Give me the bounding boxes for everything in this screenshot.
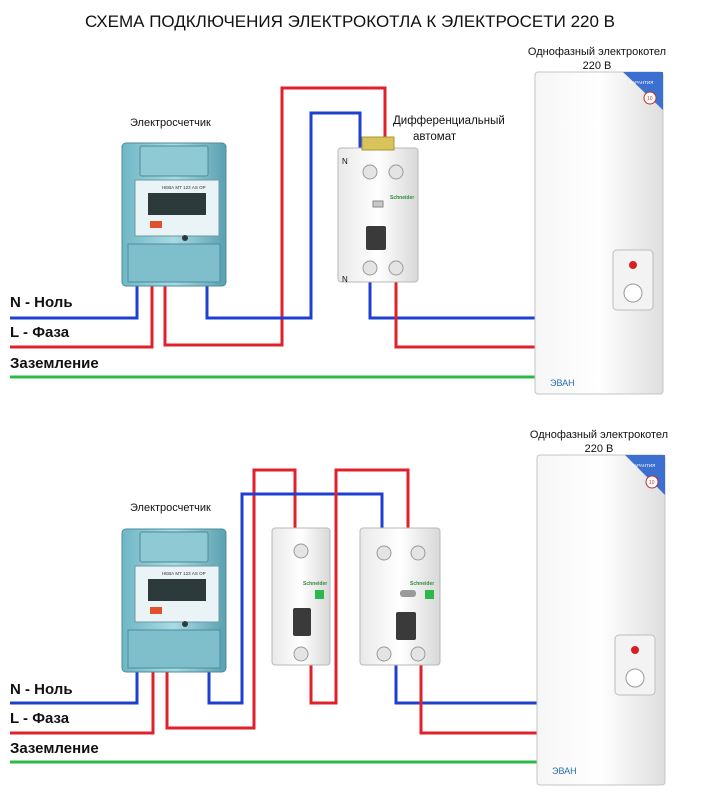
- bus-label-neutral-2: N - Ноль: [10, 681, 73, 698]
- top-diagram: N - Ноль L - Фаза Заземление НЕВА МТ 123…: [10, 46, 666, 395]
- rcbo-device-2: Schneider: [359, 527, 441, 666]
- boiler-warranty-text: ГАРАНТИЯ: [630, 80, 653, 85]
- wire-phase-to-boiler: [394, 282, 535, 349]
- electric-boiler-2: 10 ГАРАНТИЯ ЭВАН: [536, 454, 666, 786]
- wire2-neutral-in: [10, 672, 139, 705]
- circuit-breaker: Schneider: [271, 527, 331, 666]
- electricity-meter-2: НЕВА МТ 123 AS OP: [121, 528, 227, 673]
- boiler-label-line1: Однофазный электрокотел: [528, 46, 666, 58]
- bus-label-phase: L - Фаза: [10, 324, 70, 341]
- wire-phase-in: [10, 286, 154, 349]
- bus-label-neutral: N - Ноль: [10, 294, 73, 311]
- wire-neutral-in: [10, 286, 139, 320]
- wire2-phase-in: [10, 672, 155, 735]
- meter-label: Электросчетчик: [130, 117, 211, 129]
- meter-model: НЕВА МТ 123 AS OP: [162, 185, 206, 190]
- boiler-warranty-number-2: 10: [649, 480, 655, 486]
- rcbo-terminal-bottom: N: [342, 275, 348, 284]
- wire2-neutral-to-boiler: [394, 665, 537, 705]
- boiler-label-line2-2: 220 В: [585, 443, 614, 455]
- boiler-warranty-number: 10: [647, 96, 653, 102]
- boiler-brand-2: ЭВАН: [552, 766, 577, 776]
- bus-label-ground: Заземление: [10, 355, 99, 372]
- breaker-brand: Schneider: [303, 581, 327, 587]
- wire2-phase-to-boiler: [419, 665, 537, 735]
- rcbo-terminal-top: N: [342, 157, 348, 166]
- diagram-title: СХЕМА ПОДКЛЮЧЕНИЯ ЭЛЕКТРОКОТЛА К ЭЛЕКТРО…: [85, 12, 615, 31]
- meter-label-2: Электросчетчик: [130, 502, 211, 514]
- wire-phase-meter-out: [163, 86, 387, 347]
- wire2-phase-meter-out: [165, 468, 297, 730]
- boiler-label-line1-2: Однофазный электрокотел: [530, 429, 668, 441]
- boiler-label-line2: 220 В: [583, 60, 612, 72]
- rcbo-brand: Schneider: [390, 195, 414, 201]
- meter-model-2: НЕВА МТ 123 AS OP: [162, 571, 206, 576]
- bus-label-ground-2: Заземление: [10, 740, 99, 757]
- boiler-brand: ЭВАН: [550, 378, 575, 388]
- electric-boiler: 10 ГАРАНТИЯ ЭВАН: [534, 71, 664, 395]
- bottom-diagram: N - Ноль L - Фаза Заземление НЕВА МТ 123…: [10, 429, 668, 786]
- boiler-warranty-text-2: ГАРАНТИЯ: [632, 463, 655, 468]
- electricity-meter: НЕВА МТ 123 AS OP: [121, 142, 227, 287]
- rcbo-label-line2: автомат: [413, 131, 457, 143]
- wire-neutral-to-boiler: [368, 282, 535, 320]
- rcbo-device: Schneider N N: [337, 136, 419, 284]
- wire2-neutral-meter-out: [207, 492, 384, 705]
- rcbo-label-line1: Дифференциальный: [393, 115, 505, 127]
- bus-label-phase-2: L - Фаза: [10, 710, 70, 727]
- rcbo-brand-2: Schneider: [410, 581, 434, 587]
- wire-neutral-meter-out: [205, 111, 362, 320]
- wire2-breaker-to-rcbo: [309, 468, 410, 705]
